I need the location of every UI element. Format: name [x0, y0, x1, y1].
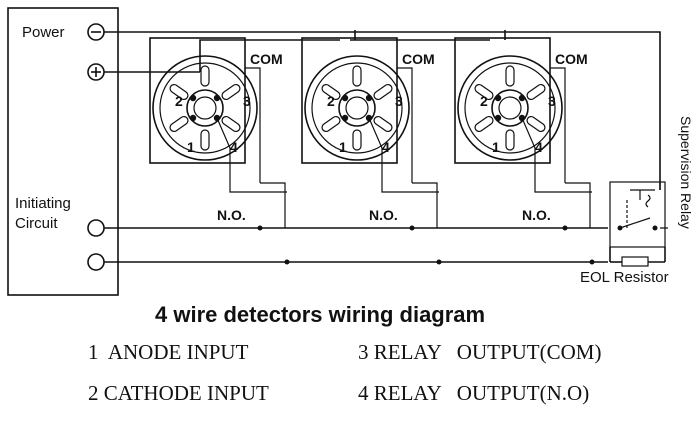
detector-no-label: N.O. [217, 207, 246, 223]
detector-slot [526, 115, 546, 133]
detector-terminal-dot [341, 94, 349, 102]
eol-resistor [609, 247, 666, 267]
detector-outer-ring [304, 55, 410, 161]
detector-frame [454, 37, 551, 164]
detector-mid-ring [159, 62, 251, 154]
detector-frame [301, 37, 398, 164]
detector-outer-ring [152, 55, 258, 161]
detector-2: 1 2 3 4 COM N.O. [301, 37, 442, 265]
initiating-label-line2: Circuit [15, 215, 58, 232]
detector-terminal-dot [189, 114, 197, 122]
diagram-title: 4 wire detectors wiring diagram [155, 302, 485, 327]
detector-3: 1 2 3 4 COM N.O. [454, 37, 595, 265]
detector-slot [352, 65, 362, 87]
detector-slot [474, 115, 494, 133]
detector-com-label: COM [555, 51, 588, 67]
control-panel-box [7, 7, 119, 296]
legend-item-4: 4 RELAY OUTPUT(N.O) [358, 381, 589, 405]
detector-slot [200, 65, 210, 87]
detector-slot [352, 129, 362, 151]
detector-center-ring [491, 89, 529, 127]
detector-terminal-label: 2 [327, 93, 335, 109]
detector-slot [526, 83, 546, 101]
detector-slot [221, 115, 241, 133]
detector-com-label: COM [402, 51, 435, 67]
power-negative-terminal [87, 23, 105, 41]
detector-terminal-label: 1 [492, 139, 500, 155]
detector-mid-ring [464, 62, 556, 154]
eol-resistor-label: EOL Resistor [580, 269, 669, 286]
detector-terminal-label: 4 [382, 139, 390, 155]
junction-dot [284, 259, 290, 265]
junction-dot [562, 225, 568, 231]
detector-center-hole [193, 96, 217, 120]
initiating-terminal-top [87, 219, 105, 237]
detector-mid-ring [311, 62, 403, 154]
detector-wiring [368, 67, 439, 228]
initiating-terminal-bottom [87, 253, 105, 271]
detector-slot [373, 115, 393, 133]
supervision-relay [609, 181, 668, 248]
detector-no-label: N.O. [522, 207, 551, 223]
detector-center-hole [345, 96, 369, 120]
detector-slot [474, 83, 494, 101]
junction-dot [257, 225, 263, 231]
detector-slot [321, 115, 341, 133]
detector-terminal-label: 3 [243, 93, 251, 109]
detector-terminal-dot [213, 94, 221, 102]
supervision-relay-label: Supervision Relay [678, 116, 694, 229]
legend-item-2: 2 CATHODE INPUT [88, 381, 269, 405]
detector-wiring [216, 67, 287, 228]
power-positive-terminal [87, 63, 105, 81]
detector-terminal-dot [518, 94, 526, 102]
detector-terminal-label: 2 [480, 93, 488, 109]
detector-center-ring [186, 89, 224, 127]
initiating-label-line1: Initiating [15, 195, 71, 212]
detector-wiring [521, 67, 592, 228]
detector-no-label: N.O. [369, 207, 398, 223]
detector-terminal-dot [365, 94, 373, 102]
detector-slot [505, 129, 515, 151]
detector-terminal-label: 4 [535, 139, 543, 155]
detector-terminal-label: 2 [175, 93, 183, 109]
detector-slot [200, 129, 210, 151]
detector-slot [169, 115, 189, 133]
detector-frame [149, 37, 246, 164]
detector-terminal-label: 3 [548, 93, 556, 109]
junction-dot [589, 259, 595, 265]
detector-outer-ring [457, 55, 563, 161]
detector-terminal-label: 1 [339, 139, 347, 155]
detector-terminal-dot [494, 94, 502, 102]
detector-terminal-label: 1 [187, 139, 195, 155]
detector-terminal-dot [341, 114, 349, 122]
negative-bus-wire [104, 31, 661, 190]
detector-slot [321, 83, 341, 101]
positive-bus-wire [104, 30, 506, 73]
detector-com-label: COM [250, 51, 283, 67]
detector-center-ring [338, 89, 376, 127]
detector-center-hole [498, 96, 522, 120]
detector-slot [221, 83, 241, 101]
junction-dot [436, 259, 442, 265]
junction-dot [409, 225, 415, 231]
legend-item-1: 1 ANODE INPUT [88, 340, 249, 364]
detector-terminal-label: 4 [230, 139, 238, 155]
detector-slot [373, 83, 393, 101]
legend-item-3: 3 RELAY OUTPUT(COM) [358, 340, 601, 364]
detector-terminal-dot [189, 94, 197, 102]
detector-1: 1 2 3 4 COM N.O. [149, 37, 290, 265]
detector-slot [169, 83, 189, 101]
detector-terminal-label: 3 [395, 93, 403, 109]
detector-group: 1 2 3 4 COM N.O. 1 2 3 4 COM N.O. 1 2 3 4 COM N.O. [149, 37, 595, 265]
power-label: Power [22, 24, 65, 41]
detector-terminal-dot [494, 114, 502, 122]
detector-slot [505, 65, 515, 87]
